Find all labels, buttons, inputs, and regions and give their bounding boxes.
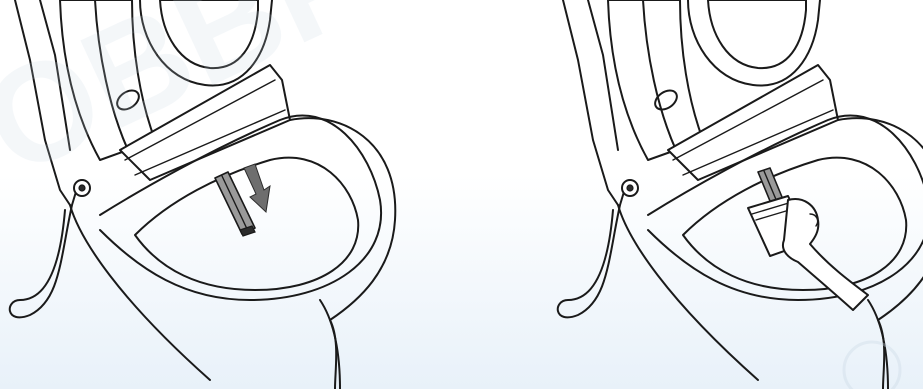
down-arrow-icon xyxy=(243,163,271,214)
watermark-seal xyxy=(842,340,902,389)
toilet-illustration-right xyxy=(556,0,923,389)
water-hose xyxy=(8,184,79,319)
toilet-illustration xyxy=(8,0,397,389)
seat-hinge-hole xyxy=(116,89,140,111)
bidet-wand xyxy=(214,171,256,237)
hand xyxy=(782,198,869,311)
rear-cover xyxy=(119,64,291,181)
